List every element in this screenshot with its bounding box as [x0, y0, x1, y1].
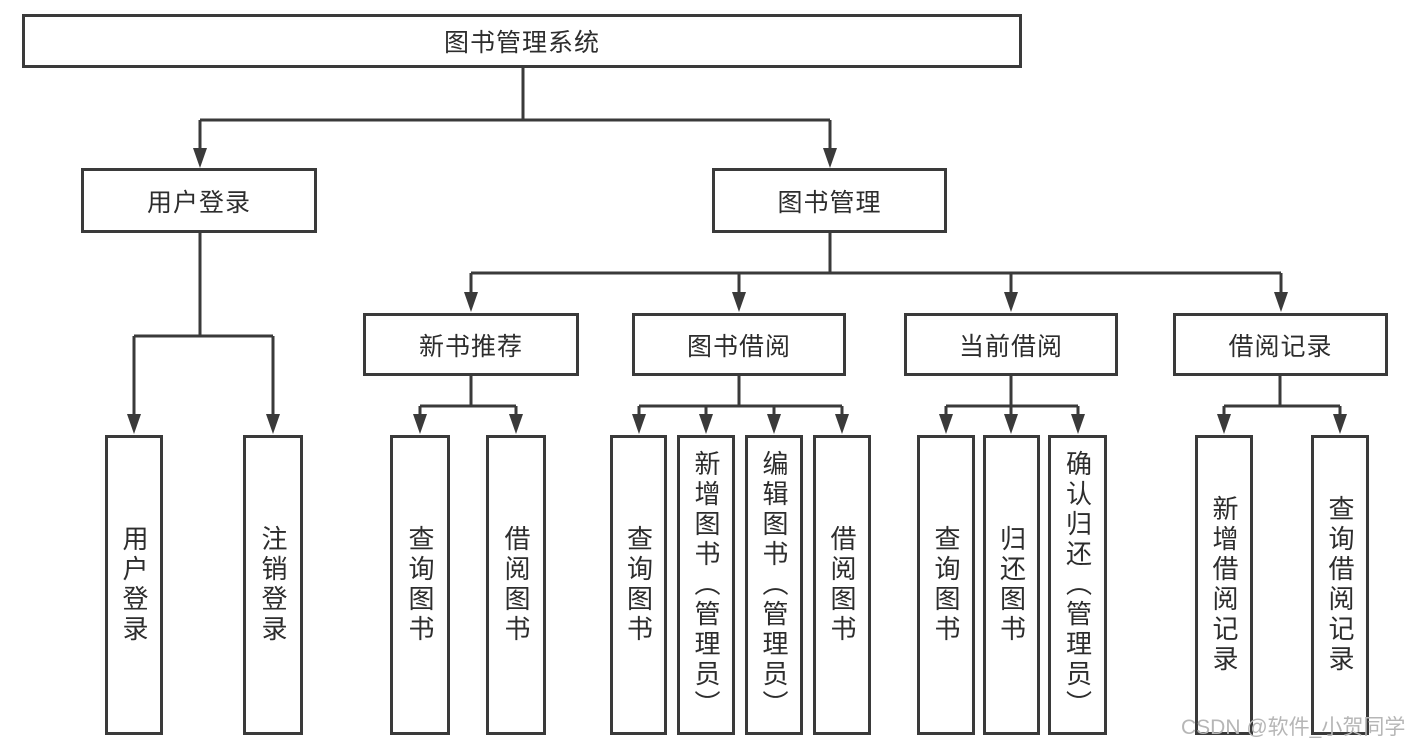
- node-book-borrow: 图书借阅: [632, 313, 846, 376]
- node-borrow-records: 借阅记录: [1173, 313, 1388, 376]
- leaf-borrow-edit-admin: 编辑图书（管理员）: [745, 435, 803, 735]
- leaf-borrow-query-label: 查询图书: [623, 525, 654, 645]
- arrowhead-icons: [127, 148, 1347, 434]
- node-user-login: 用户登录: [81, 168, 317, 233]
- node-new-book-recommend: 新书推荐: [363, 313, 579, 376]
- leaf-current-return-label: 归还图书: [996, 525, 1027, 645]
- leaf-current-query: 查询图书: [917, 435, 975, 735]
- node-current-borrow: 当前借阅: [904, 313, 1118, 376]
- leaf-borrow-query: 查询图书: [610, 435, 667, 735]
- leaf-newbook-query: 查询图书: [390, 435, 450, 735]
- leaf-borrow-edit-admin-label: 编辑图书（管理员）: [759, 450, 789, 720]
- leaf-current-confirm-admin: 确认归还（管理员）: [1048, 435, 1107, 735]
- leaf-newbook-borrow: 借阅图书: [486, 435, 546, 735]
- node-current-borrow-label: 当前借阅: [958, 332, 1063, 361]
- node-user-login-label: 用户登录: [146, 188, 251, 217]
- leaf-record-add: 新增借阅记录: [1195, 435, 1253, 735]
- leaf-current-query-label: 查询图书: [931, 525, 961, 645]
- leaf-current-return: 归还图书: [983, 435, 1040, 735]
- leaf-record-add-label: 新增借阅记录: [1209, 495, 1239, 675]
- node-book-borrow-label: 图书借阅: [686, 332, 791, 361]
- node-new-book-recommend-label: 新书推荐: [418, 332, 523, 361]
- leaf-newbook-query-label: 查询图书: [405, 525, 435, 645]
- leaf-borrow-borrow: 借阅图书: [813, 435, 871, 735]
- node-book-management-label: 图书管理: [777, 188, 882, 217]
- node-borrow-records-label: 借阅记录: [1228, 332, 1333, 361]
- watermark: CSDN @软件_小贺同学: [1181, 716, 1405, 739]
- leaf-borrow-add-admin: 新增图书（管理员）: [677, 435, 735, 735]
- leaf-record-query-label: 查询借阅记录: [1325, 495, 1355, 675]
- leaf-newbook-borrow-label: 借阅图书: [501, 525, 531, 645]
- leaf-user-login: 用户登录: [105, 435, 163, 735]
- leaf-borrow-borrow-label: 借阅图书: [827, 525, 857, 645]
- leaf-record-query: 查询借阅记录: [1311, 435, 1369, 735]
- leaf-borrow-add-admin-label: 新增图书（管理员）: [691, 450, 721, 720]
- leaf-current-confirm-admin-label: 确认归还（管理员）: [1062, 450, 1093, 720]
- leaf-logout-label: 注销登录: [258, 525, 288, 645]
- node-book-management: 图书管理: [712, 168, 947, 233]
- node-root-label: 图书管理系统: [443, 29, 600, 57]
- node-root: 图书管理系统: [22, 14, 1022, 68]
- leaf-user-login-label: 用户登录: [119, 525, 149, 645]
- leaf-logout: 注销登录: [243, 435, 303, 735]
